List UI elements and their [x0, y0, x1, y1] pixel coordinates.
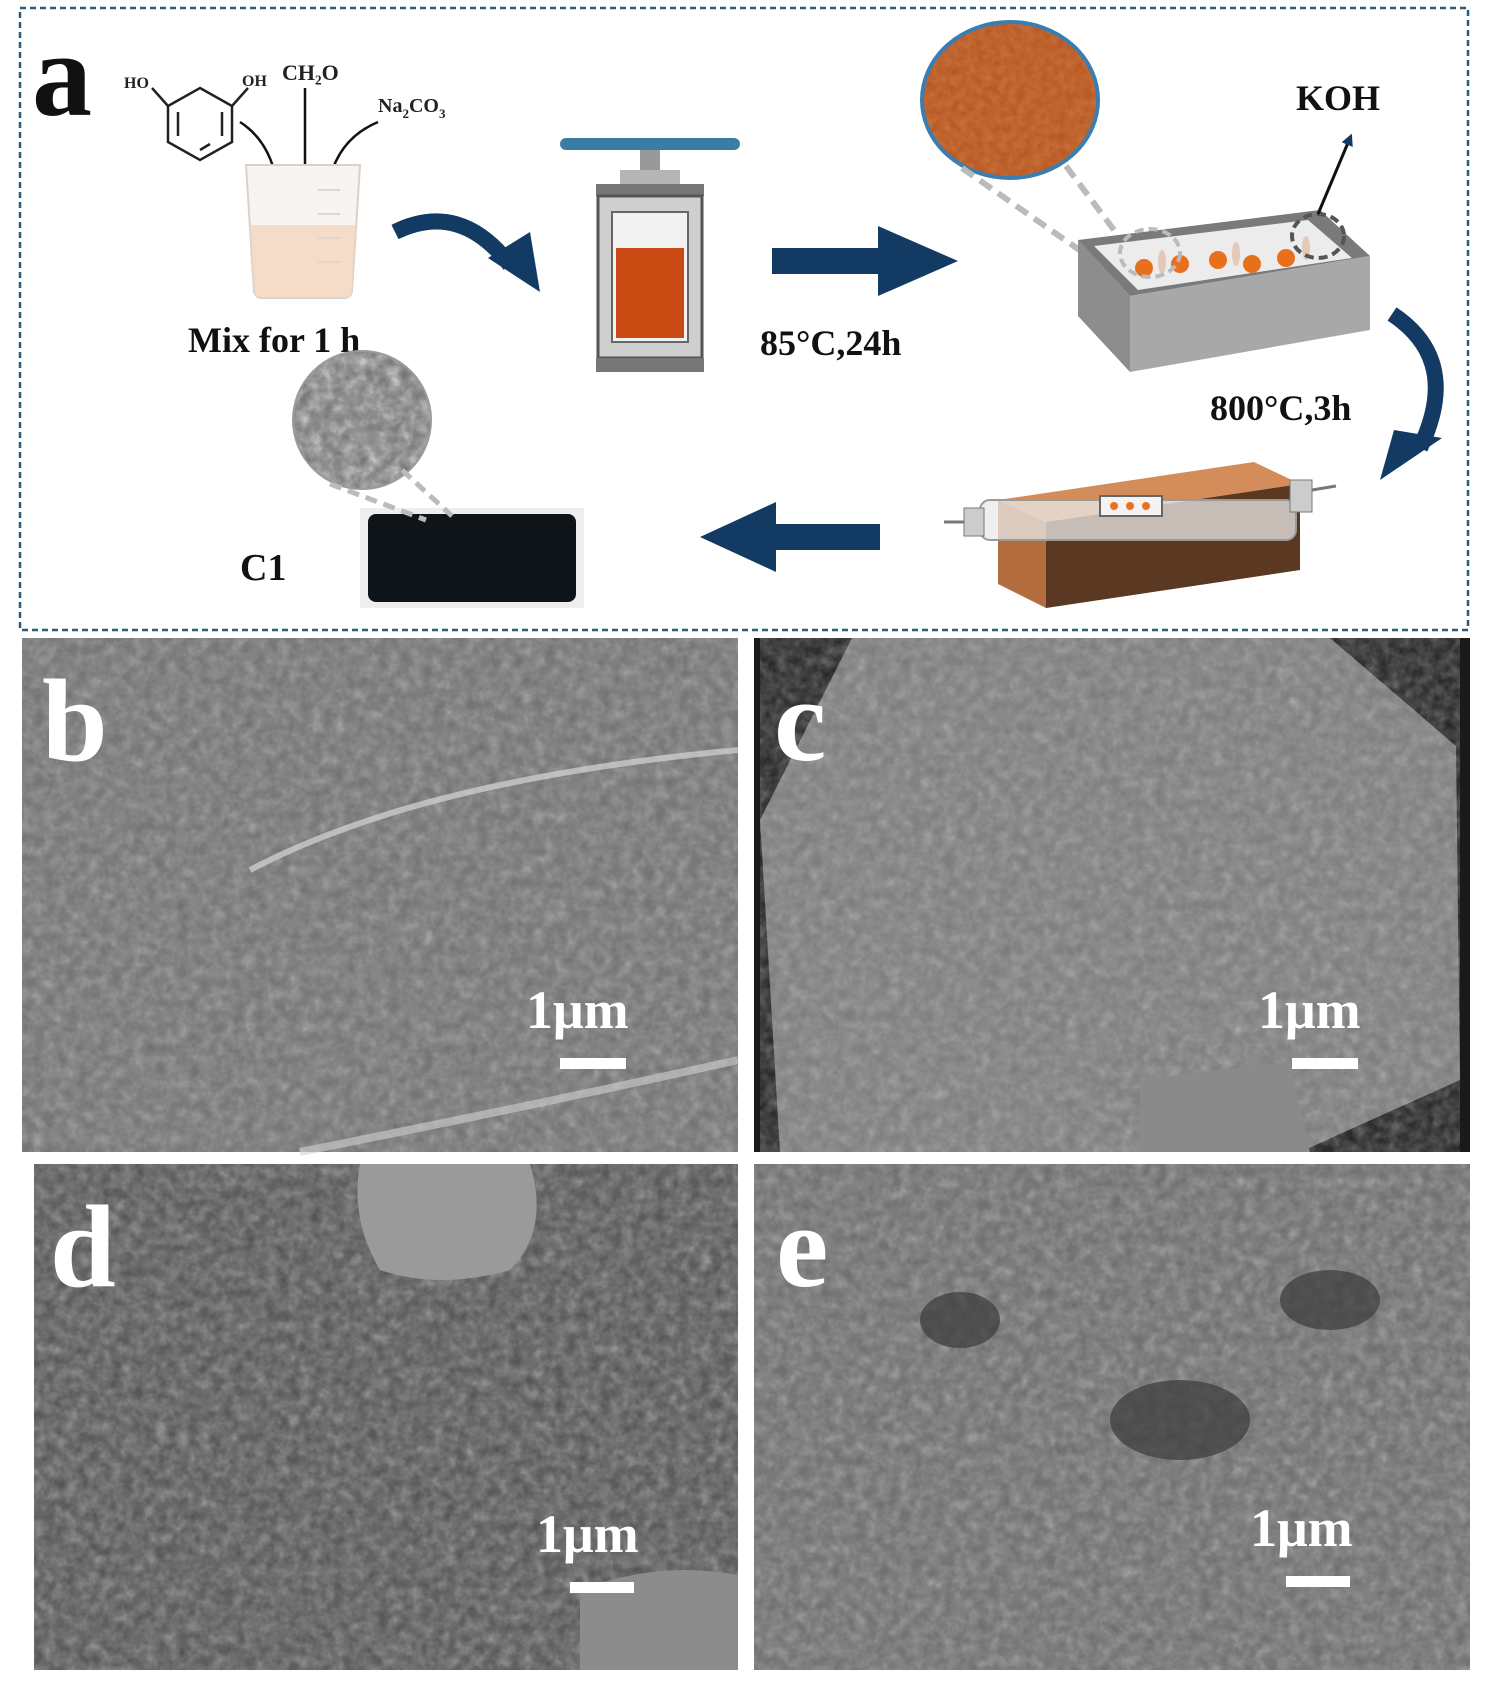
scale-label-e: 1μm	[1250, 1498, 1353, 1558]
straight-arrow-right-head	[878, 226, 958, 296]
scale-label-c: 1μm	[1258, 980, 1361, 1040]
sem-texture-b	[22, 638, 738, 1152]
autoclave-icon	[560, 138, 740, 372]
zoom-line-4	[400, 468, 454, 518]
panel-d-letter: d	[50, 1181, 116, 1312]
beaker-icon	[244, 164, 362, 299]
straight-arrow-right-shaft	[772, 248, 882, 274]
scale-bar-b	[560, 1058, 626, 1069]
powder-magnifier-rim	[920, 20, 1100, 180]
sem-ridge-b2	[299, 1056, 739, 1156]
scale-bar-d	[570, 1582, 634, 1593]
crucible-boat-icon	[1078, 210, 1370, 372]
sem-panel-c: c 1μm	[754, 638, 1470, 1152]
curved-arrow-2	[1387, 307, 1444, 452]
scale-bar-e	[1286, 1576, 1350, 1587]
koh-label: KOH	[1296, 78, 1380, 118]
sem-fragment-d	[580, 1570, 738, 1670]
product-label: C1	[240, 547, 286, 589]
sem-panel-d: d 1μm	[34, 1164, 738, 1670]
zoom-line-1	[960, 165, 1110, 273]
sem-texture-c	[760, 638, 1460, 1152]
sem-pore-e3	[920, 1292, 1000, 1348]
straight-arrow-left-head	[700, 502, 776, 572]
powder-texture	[922, 22, 1098, 178]
sem-smooth-region-d	[357, 1164, 537, 1280]
panel-a-letter: a	[32, 8, 92, 141]
foam-texture	[293, 351, 431, 489]
zoom-line-2	[1063, 164, 1129, 248]
scale-bar-c	[1292, 1058, 1358, 1069]
sem-panel-b: b 1μm	[22, 638, 739, 1156]
curved-arrow-2-head	[1380, 430, 1442, 480]
sem-fragment-c	[1140, 1062, 1310, 1152]
sem-pore-e1	[1110, 1380, 1250, 1460]
panel-e-letter: e	[776, 1181, 828, 1312]
foam-magnifier-rim	[292, 350, 432, 490]
tube-furnace-icon	[944, 462, 1337, 608]
panel-c-letter: c	[774, 655, 826, 786]
hydroxyl-label-left: HO	[124, 75, 149, 92]
resorcinol-structure-icon	[151, 86, 249, 162]
curved-arrow-1-head	[488, 232, 540, 292]
sem-panel-e: e 1μm	[754, 1164, 1470, 1670]
scale-label-d: 1μm	[536, 1504, 639, 1564]
sem-pore-e2	[1280, 1270, 1380, 1330]
zoom-line-3	[329, 481, 427, 523]
panel-a-scheme: a HO OH CH₂O Na2CO3 Mix for	[18, 6, 1470, 632]
hydrothermal-label: 85°C,24h	[760, 323, 901, 363]
scale-label-b: 1μm	[526, 980, 629, 1040]
carbon-monolith	[368, 514, 576, 602]
mix-label: Mix for 1 h	[188, 320, 360, 360]
formaldehyde-label: CH₂O	[282, 60, 339, 85]
furnace-label: 800°C,3h	[1210, 388, 1351, 428]
sem-ridge-b	[248, 747, 739, 873]
panel-b-letter: b	[42, 655, 108, 786]
hydroxyl-label-right: OH	[242, 73, 267, 90]
koh-pointer-arrow	[1316, 133, 1353, 215]
straight-arrow-left-shaft	[770, 524, 880, 550]
sodium-carbonate-label: Na2CO3	[378, 95, 446, 121]
